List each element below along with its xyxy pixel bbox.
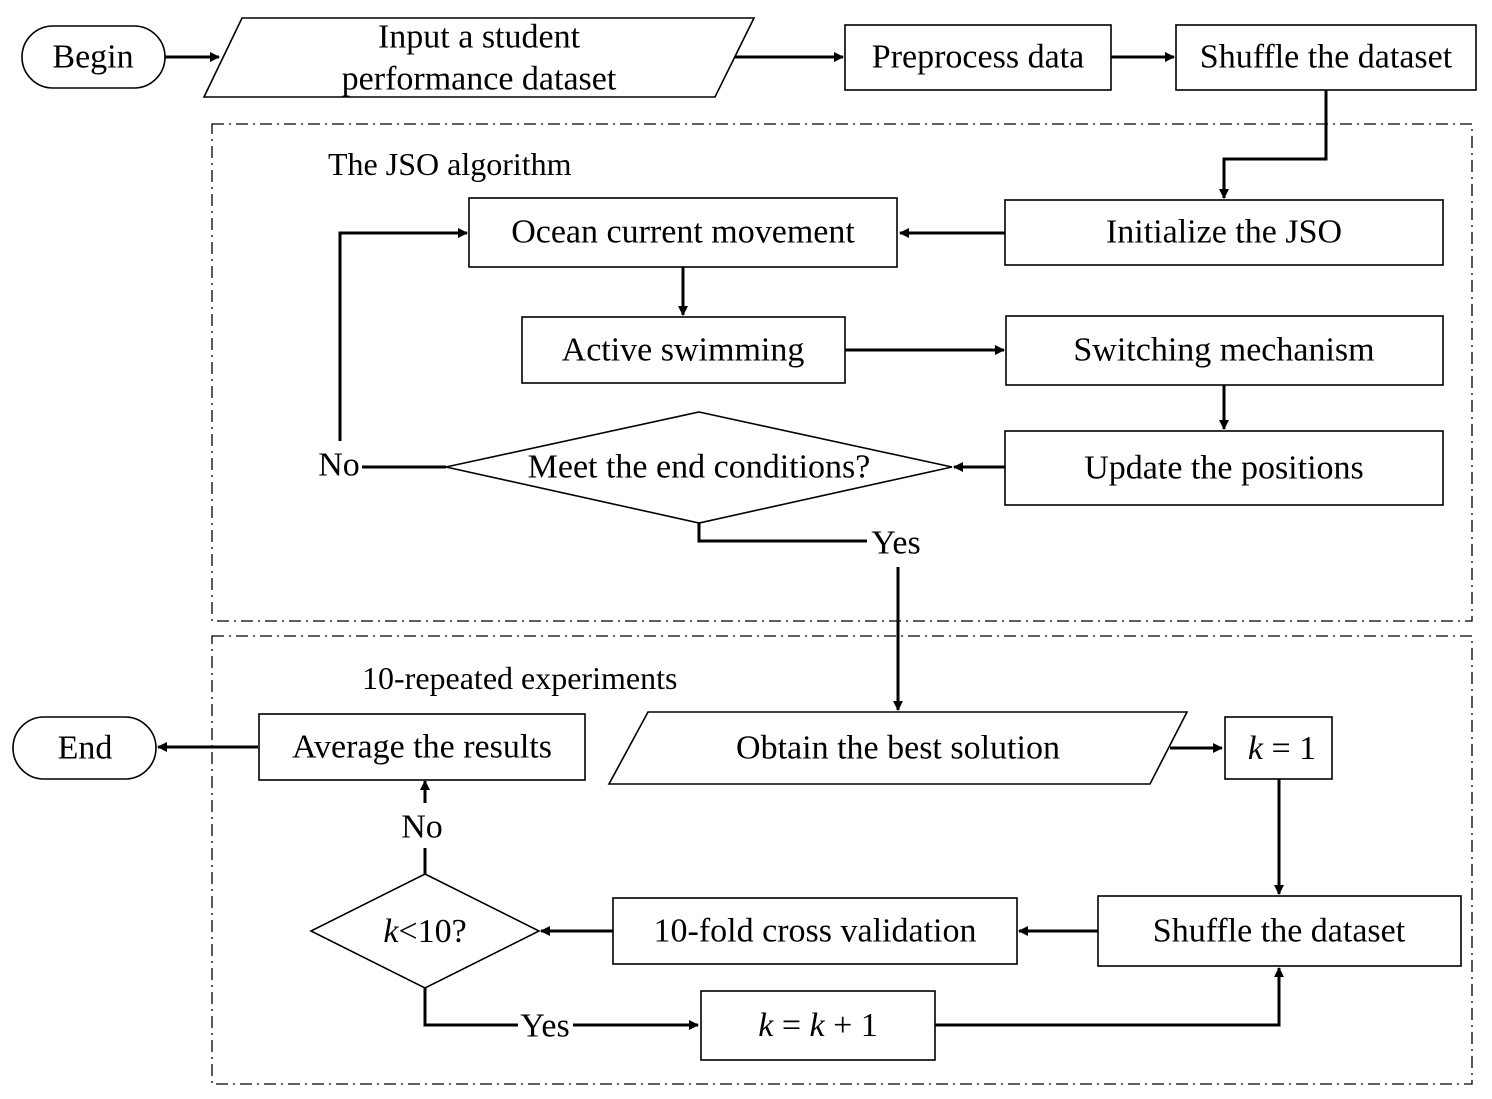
jso-region-title: The JSO algorithm (328, 146, 572, 182)
edge-no-to-ocean (338, 228, 468, 441)
active-swimming-label: Active swimming (562, 332, 805, 369)
switching-node: Switching mechanism (1005, 315, 1444, 386)
k-inc-label: k = k + 1 (758, 1007, 878, 1044)
k-inc-node: k = k + 1 (700, 990, 936, 1061)
k-init-label: k = 1 (1248, 730, 1316, 767)
k-no-label: No (401, 809, 443, 846)
shuffle-top-label: Shuffle the dataset (1200, 39, 1453, 76)
preprocess-label: Preprocess data (872, 39, 1084, 76)
experiments-region-title: 10-repeated experiments (362, 660, 677, 696)
ocean-current-label: Ocean current movement (511, 214, 855, 251)
meet-end-decision: Meet the end conditions? (445, 411, 953, 524)
average-node: Average the results (258, 713, 586, 781)
active-swimming-node: Active swimming (521, 316, 846, 384)
begin-label: Begin (52, 39, 133, 76)
average-label: Average the results (292, 729, 552, 766)
k-yes-label: Yes (520, 1008, 569, 1045)
k-init-var: k (1248, 730, 1264, 767)
input-dataset-label-line2: performance dataset (342, 61, 617, 98)
meet-end-label: Meet the end conditions? (528, 449, 871, 486)
jso-no-label: No (318, 447, 360, 484)
k-cond-var: k (383, 913, 399, 950)
k-cond-label: k<10? (383, 913, 466, 950)
obtain-best-node: Obtain the best solution (607, 711, 1189, 785)
edge-kinc-to-shuffle (935, 967, 1284, 1027)
shuffle-top-node: Shuffle the dataset (1175, 24, 1477, 91)
end-label: End (58, 730, 113, 767)
edge-kcond-yes-line (423, 988, 518, 1027)
k-inc-var2: k (810, 1007, 826, 1044)
shuffle-bottom-node: Shuffle the dataset (1097, 895, 1462, 967)
update-positions-label: Update the positions (1084, 450, 1364, 487)
edge-shuffle-to-init (1219, 90, 1328, 199)
tenfold-node: 10-fold cross validation (612, 897, 1018, 965)
jso-yes-label: Yes (871, 525, 920, 562)
end-node: End (12, 716, 157, 780)
obtain-best-label: Obtain the best solution (736, 730, 1060, 767)
preprocess-node: Preprocess data (844, 24, 1112, 91)
jso-region-border (211, 123, 1473, 622)
ocean-current-node: Ocean current movement (468, 197, 898, 268)
input-dataset-label-line1: Input a student (378, 19, 581, 56)
init-jso-node: Initialize the JSO (1004, 199, 1444, 266)
k-init-node: k = 1 (1224, 716, 1333, 780)
experiments-region-border (211, 635, 1473, 1085)
begin-node: Begin (21, 25, 166, 89)
k-inc-var1: k (758, 1007, 774, 1044)
k-inc-rest: + 1 (825, 1007, 878, 1044)
k-cond-rest: <10? (398, 913, 466, 950)
tenfold-label: 10-fold cross validation (654, 913, 977, 950)
init-jso-label: Initialize the JSO (1106, 214, 1342, 251)
k-inc-mid: = (773, 1007, 809, 1044)
shuffle-bottom-label: Shuffle the dataset (1153, 913, 1406, 950)
k-init-rest: = 1 (1263, 730, 1316, 767)
update-positions-node: Update the positions (1004, 430, 1444, 506)
edge-meet-yes-line (697, 523, 867, 543)
k-cond-decision: k<10? (309, 873, 541, 989)
input-dataset-node: Input a student performance dataset (202, 17, 756, 98)
switching-label: Switching mechanism (1073, 332, 1374, 369)
